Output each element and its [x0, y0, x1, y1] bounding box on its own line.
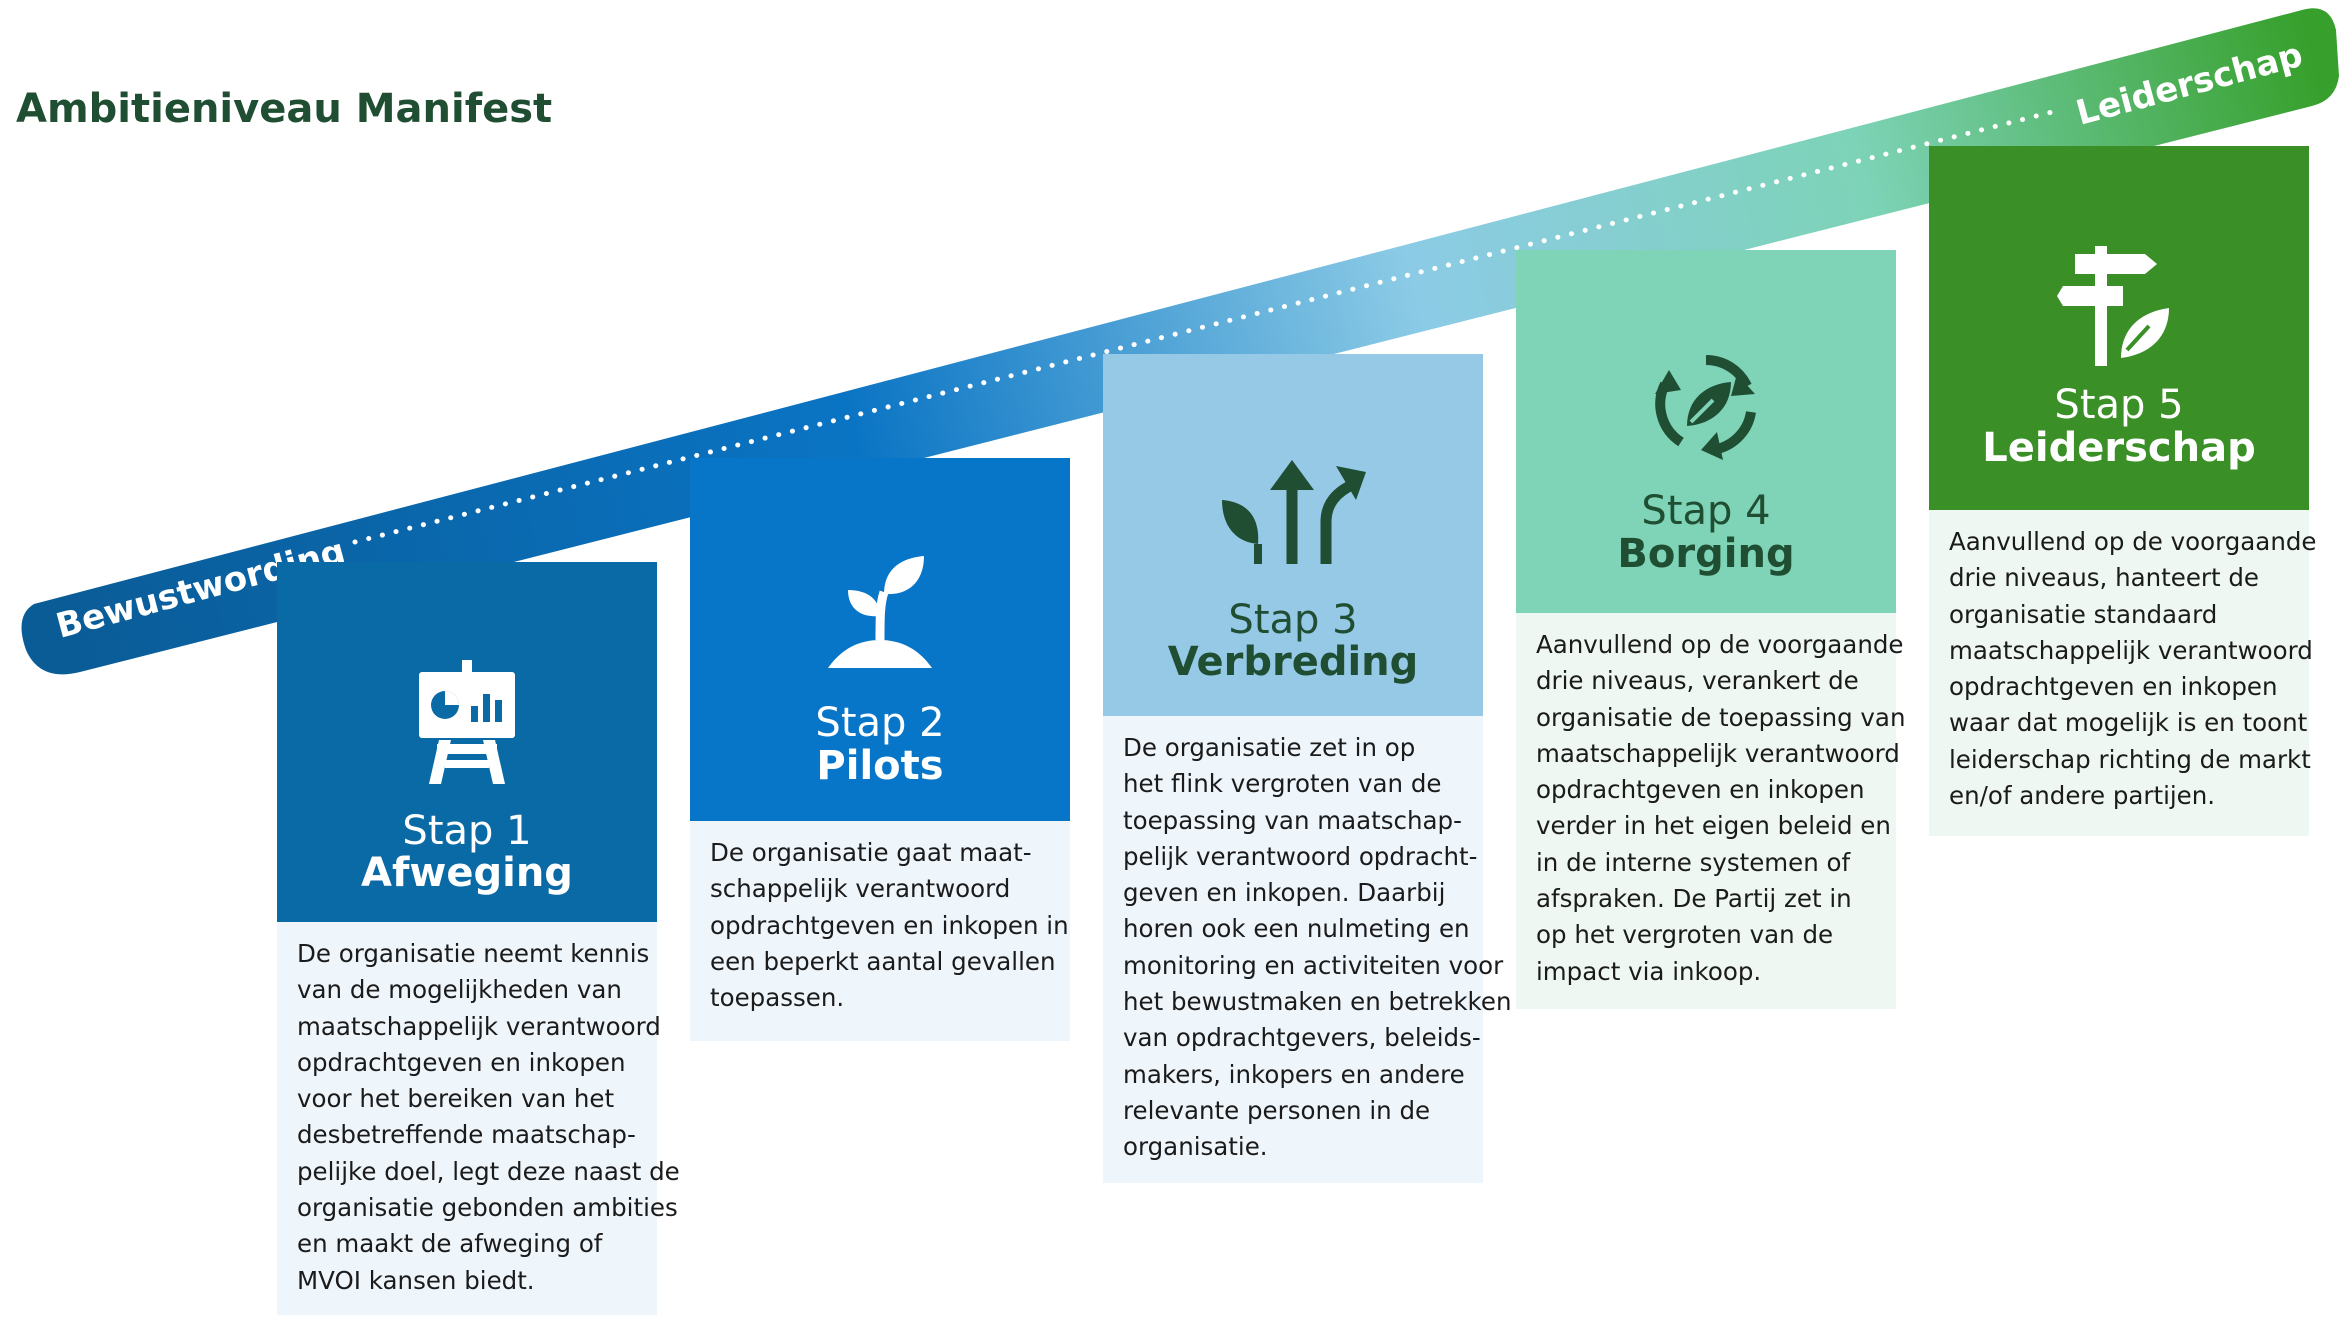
step-4-name: Borging [1617, 531, 1795, 577]
step-3-line: het bewustmaken en betrekken [1123, 987, 1512, 1017]
step-5-line: waar dat mogelijk is en toont [1949, 708, 2308, 738]
step-4-line: organisatie de toepassing van [1536, 702, 1906, 732]
step-1-line: pelijke doel, legt deze naast de [297, 1156, 680, 1186]
step-2-line: schappelijk verantwoord [710, 874, 1011, 904]
branching-arrows-leaf-icon [1222, 460, 1366, 564]
step-4-description: Aanvullend op de voorgaande drie niveaus… [1516, 613, 1906, 1009]
step-2-line: opdrachtgeven en inkopen in [710, 910, 1069, 940]
step-1-number: Stap 1 [402, 808, 532, 854]
step-5-line: leiderschap richting de markt [1949, 744, 2311, 774]
step-5-line: organisatie standaard [1949, 599, 2218, 629]
step-2-line: toepassen. [710, 983, 845, 1013]
step-4-line: drie niveaus, verankert de [1536, 666, 1859, 696]
step-3-line: het flink vergroten van de [1123, 769, 1442, 799]
step-1-line: desbetreffende maatschap- [297, 1120, 636, 1150]
step-4-line: in de interne systemen of [1536, 847, 1851, 877]
step-3-description: De organisatie zet in op het flink vergr… [1103, 716, 1512, 1183]
step-1-line: opdrachtgeven en inkopen [297, 1047, 626, 1077]
step-4-line: afspraken. De Partij zet in [1536, 884, 1852, 914]
step-3-line: geven en inkopen. Daarbij [1123, 878, 1446, 908]
step-5-line: Aanvullend op de voorgaande [1949, 527, 2317, 556]
step-2-line: een beperkt aantal gevallen [710, 946, 1056, 976]
step-3-line: monitoring en activiteiten voor [1123, 950, 1504, 980]
step-1-header: Stap 1 Afweging [277, 562, 657, 922]
step-3-line: organisatie. [1123, 1132, 1268, 1162]
step-2-header: Stap 2 Pilots [690, 458, 1070, 821]
step-3-line: toepassing van maatschap- [1123, 805, 1462, 835]
step-4-number: Stap 4 [1641, 488, 1771, 534]
step-2-description: De organisatie gaat maat- schappelijk ve… [690, 821, 1070, 1041]
step-3-number: Stap 3 [1228, 597, 1358, 643]
step-3-line: pelijk verantwoord opdracht- [1123, 841, 1478, 871]
ribbon-dotted-line [352, 107, 2063, 545]
step-4-line: opdrachtgeven en inkopen [1536, 775, 1865, 805]
step-5-line: drie niveaus, hanteert de [1949, 563, 2259, 593]
step-4-line: Aanvullend op de voorgaande [1536, 630, 1904, 659]
step-1-line: MVOI kansen biedt. [297, 1265, 535, 1295]
step-5-line: en/of andere partijen. [1949, 781, 2216, 811]
step-4-header: Stap 4 Borging [1516, 250, 1896, 613]
step-1-name: Afweging [361, 850, 573, 896]
step-1-description: De organisatie neemt kennis van de mogel… [277, 922, 680, 1315]
step-3-line: horen ook een nulmeting en [1123, 914, 1470, 944]
step-2-line: De organisatie gaat maat- [710, 838, 1032, 867]
step-1-line: organisatie gebonden ambities [297, 1193, 678, 1223]
step-5-line: maatschappelijk verantwoord [1949, 635, 2313, 665]
step-2-name: Pilots [816, 743, 944, 789]
step-2-number: Stap 2 [815, 700, 945, 746]
sprouting-plant-icon [828, 556, 932, 668]
step-3-name: Verbreding [1167, 639, 1419, 685]
step-1-line: en maakt de afweging of [297, 1229, 603, 1259]
step-3-line: De organisatie zet in op [1123, 733, 1416, 762]
signpost-leaf-icon [2057, 246, 2169, 366]
presentation-board-chart-icon [419, 660, 515, 784]
step-1-line: van de mogelijkheden van [297, 975, 622, 1005]
step-1-line: voor het bereiken van het [297, 1084, 615, 1114]
step-4-line: op het vergroten van de [1536, 920, 1834, 950]
step-3-line: van opdrachtgevers, beleids- [1123, 1023, 1481, 1053]
ribbon-band [21, 8, 2339, 675]
step-5-number: Stap 5 [2054, 382, 2184, 428]
step-5-description: Aanvullend op de voorgaande drie niveaus… [1929, 510, 2317, 836]
step-3-header: Stap 3 Verbreding [1103, 354, 1483, 716]
step-3-line: makers, inkopers en andere [1123, 1059, 1465, 1089]
step-5-line: opdrachtgeven en inkopen [1949, 672, 2278, 702]
step-5-name: Leiderschap [1982, 425, 2256, 471]
step-3-line: relevante personen in de [1123, 1095, 1431, 1125]
step-1-line: De organisatie neemt kennis [297, 939, 650, 968]
step-4-line: impact via inkoop. [1536, 956, 1762, 986]
step-1-line: maatschappelijk verantwoord [297, 1011, 661, 1041]
page-title: Ambitieniveau Manifest [16, 86, 553, 132]
step-5-header: Stap 5 Leiderschap [1929, 146, 2309, 510]
recycle-leaf-icon [1655, 354, 1756, 460]
step-4-line: verder in het eigen beleid en [1536, 811, 1891, 841]
step-4-line: maatschappelijk verantwoord [1536, 738, 1900, 768]
